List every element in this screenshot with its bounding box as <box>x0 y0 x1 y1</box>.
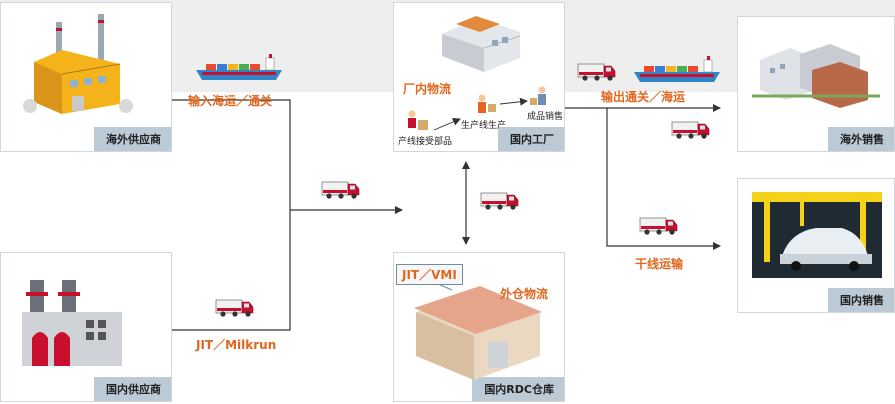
car-factory-photo <box>752 192 882 278</box>
truck-icon-center <box>321 181 360 200</box>
truck-icon-export <box>577 63 616 82</box>
jit-milkrun-label: JIT／Milkrun <box>196 338 277 352</box>
overseas-city-illustration <box>752 44 880 108</box>
parts-worker-figure <box>408 110 428 130</box>
arrow-to-domestic-sales <box>606 108 721 250</box>
overseas-sales-label: 海外销售 <box>828 127 894 151</box>
truck-icon-trunk <box>639 217 678 236</box>
line-production-label: 生产线生产 <box>461 121 507 131</box>
factory-building-illustration <box>442 16 521 72</box>
arrow-parts-to-line <box>433 118 461 131</box>
domestic-factory-illustration <box>22 280 122 366</box>
domestic-sales-label: 国内销售 <box>828 288 894 312</box>
overseas-supplier-label: 海外供应商 <box>94 127 171 151</box>
truck-icon-factory-rdc <box>480 192 519 211</box>
jit-vmi-label: JIT／VMI <box>396 264 463 285</box>
overseas-factory-illustration <box>23 14 133 114</box>
domestic-rdc-label: 国内RDC仓库 <box>472 377 564 401</box>
truck-icon-overseas <box>671 121 710 140</box>
supplier-bracket-line <box>172 99 291 331</box>
finished-sales-label: 成品销售 <box>527 112 564 122</box>
line-worker-figure <box>478 94 496 113</box>
connector-lines <box>172 97 721 331</box>
import-sea-customs-label: 输入海运／通关 <box>188 94 273 108</box>
arrow-line-to-finished <box>499 97 528 106</box>
truck-icon-jit <box>215 299 254 318</box>
import-ship-icon <box>195 53 283 81</box>
domestic-supplier-label: 国内供应商 <box>94 377 171 401</box>
trunk-transport-label: 干线运输 <box>635 257 684 271</box>
line-receive-parts-label: 产线接受部品 <box>398 137 453 147</box>
domestic-factory-label: 国内工厂 <box>498 127 564 151</box>
export-customs-sea-label: 输出通关／海运 <box>601 90 686 104</box>
export-ship-icon <box>633 55 721 83</box>
in-plant-logistics-label: 厂内物流 <box>403 82 452 96</box>
finished-goods-figure <box>530 86 546 105</box>
external-warehouse-label: 外仓物流 <box>500 287 549 301</box>
